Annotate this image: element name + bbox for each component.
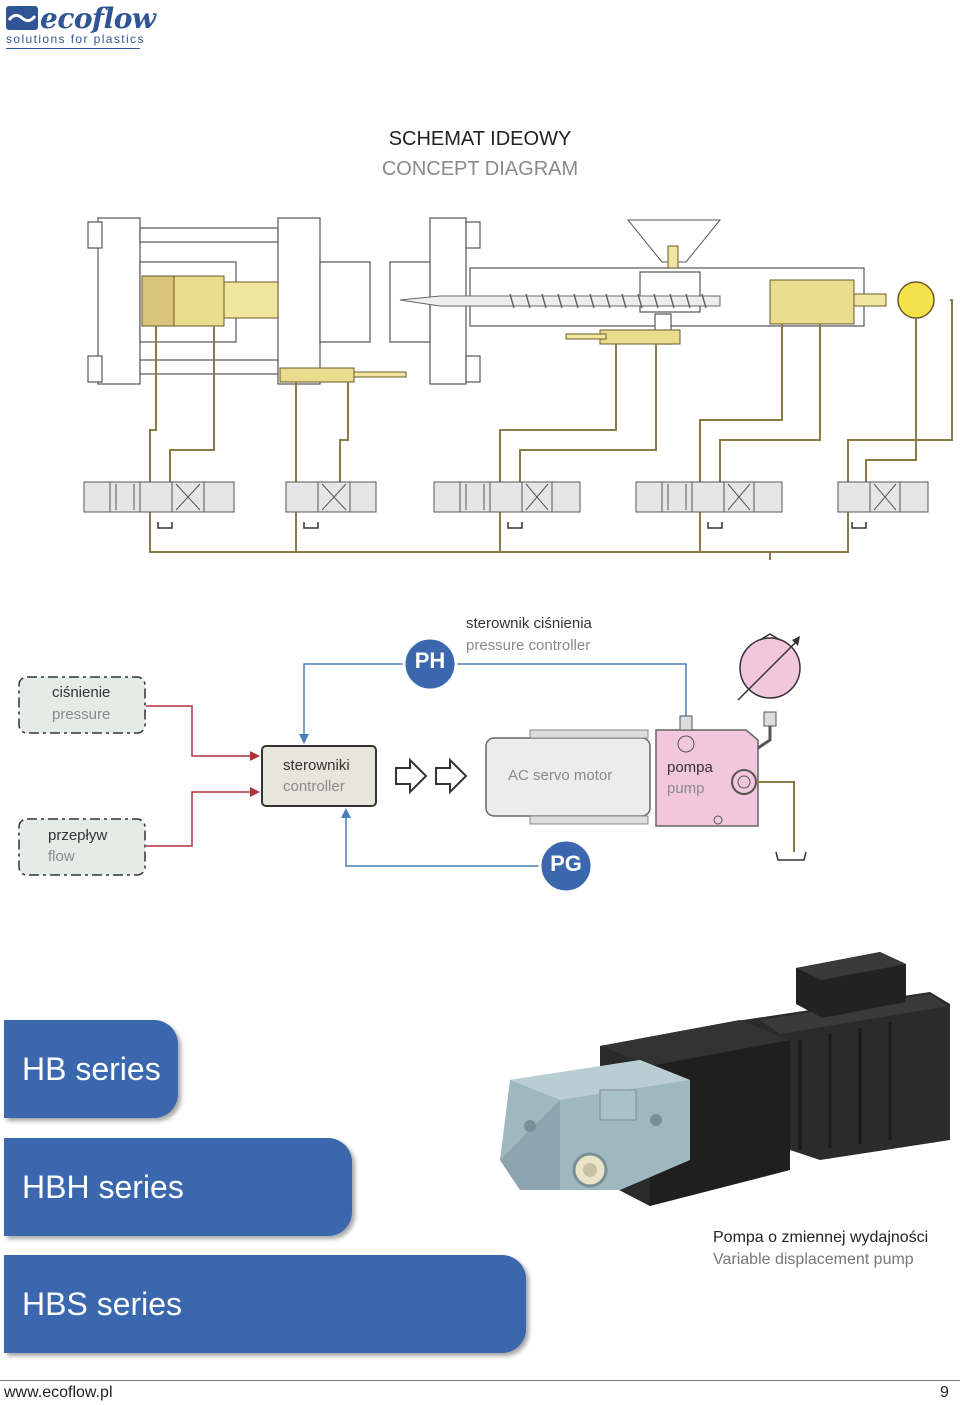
footer-divider — [0, 1380, 960, 1381]
ecoflow-logo: ecoflow solutions for plastics — [6, 4, 156, 49]
directional-valve-4 — [635, 481, 783, 513]
page-number: 9 — [940, 1384, 949, 1401]
pump-unit-photo — [500, 952, 950, 1206]
pressure-box — [18, 676, 146, 734]
tank-icon — [775, 851, 807, 861]
hopper — [626, 219, 722, 263]
hb-series-banner: HB series — [4, 1020, 178, 1118]
arrow-icon — [435, 757, 468, 795]
hydraulic-motor — [897, 281, 935, 319]
ejector-cylinder — [279, 367, 355, 383]
logo-underline — [6, 48, 140, 49]
pressure-controller-label-en: pressure controller — [466, 637, 591, 654]
clamp-cylinder — [141, 275, 175, 327]
page-subtitle: CONCEPT DIAGRAM — [381, 158, 579, 180]
pump-caption-en: Variable displacement pump — [713, 1251, 914, 1268]
ph-badge-circle — [402, 636, 458, 692]
controller-label-en: controller — [283, 778, 345, 795]
directional-valve-1 — [83, 481, 235, 513]
hbs-series-banner: HBS series — [4, 1255, 526, 1353]
logo-wordmark: ecoflow — [40, 2, 156, 35]
pressure-label-pl: ciśnienie — [52, 684, 111, 701]
wave-logo-icon — [6, 6, 38, 30]
control-diagram — [18, 633, 807, 894]
page-title: SCHEMAT IDEOWY — [388, 128, 572, 150]
machine-schematic — [83, 217, 953, 560]
footer-url[interactable]: www.ecoflow.pl — [4, 1384, 113, 1401]
pressure-label-en: pressure — [52, 706, 111, 723]
flow-box — [18, 818, 146, 876]
logo-tagline: solutions for plastics — [6, 32, 145, 46]
controller-label-pl: sterowniki — [283, 757, 350, 774]
pump-label-en: pump — [667, 780, 705, 797]
pg-badge: PG — [550, 851, 582, 876]
pump-label-pl: pompa — [667, 759, 713, 776]
directional-valve-3 — [433, 481, 581, 513]
flow-label-pl: przepływ — [48, 827, 108, 844]
injection-cylinder — [769, 279, 855, 325]
hbh-series-banner: HBH series — [4, 1138, 352, 1236]
arrow-icon — [395, 757, 428, 795]
servo-motor-label: AC servo motor — [508, 767, 613, 784]
pg-badge-circle — [538, 838, 594, 894]
ph-badge: PH — [414, 648, 446, 673]
flow-label-en: flow — [48, 848, 75, 865]
directional-valve-2 — [285, 481, 377, 513]
carriage-cylinder — [599, 329, 681, 345]
moving-platen — [277, 217, 321, 385]
pump-caption-pl: Pompa o zmiennej wydajności — [713, 1229, 929, 1246]
pressure-controller-label-pl: sterownik ciśnienia — [466, 615, 592, 632]
controller-box — [261, 745, 377, 807]
rear-platen — [97, 217, 141, 385]
directional-valve-5 — [837, 481, 929, 513]
